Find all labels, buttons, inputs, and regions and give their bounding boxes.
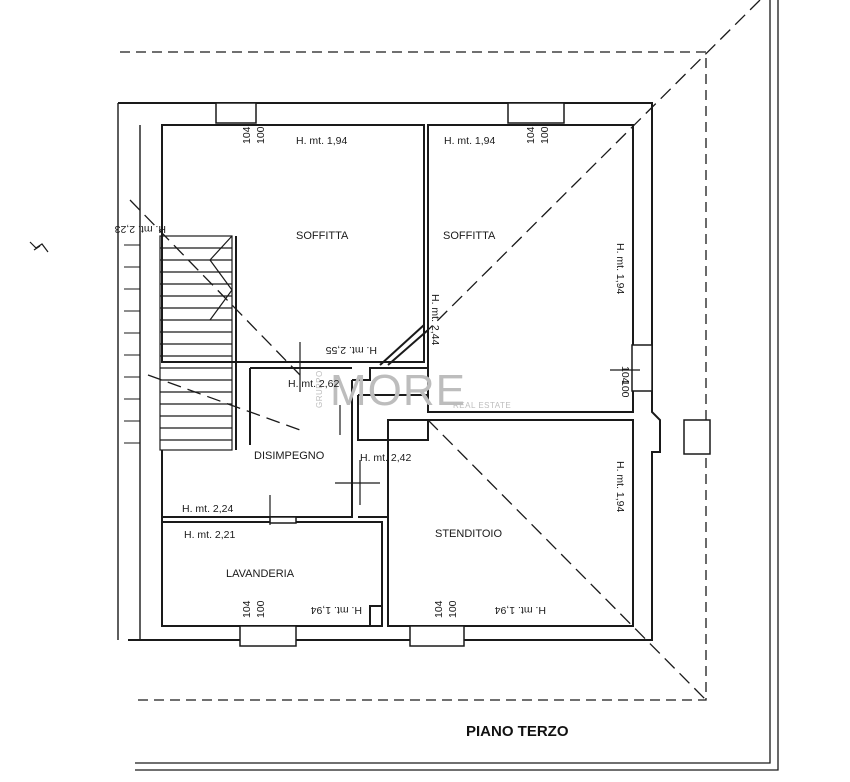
window-height-label: 100 — [255, 600, 267, 618]
exterior-stair — [124, 244, 140, 444]
windows — [215, 102, 711, 647]
room-stenditoio: STENDITOIO — [435, 528, 502, 540]
height-label: H. mt. 2,21 — [184, 529, 236, 541]
watermark-prefix: GRUPPO — [315, 370, 324, 408]
height-label: H. mt. 1,94 — [296, 135, 348, 147]
walls — [117, 102, 661, 641]
window-width-label: 104 — [433, 600, 445, 618]
window-height-label: 100 — [619, 380, 631, 398]
watermark-brand: MORE — [330, 366, 466, 415]
watermark: MORE REAL ESTATE GRUPPO — [315, 366, 511, 415]
window-width-label: 104 — [619, 366, 631, 384]
room-lavanderia: LAVANDERIA — [226, 568, 295, 580]
window-height-label: 100 — [447, 600, 459, 618]
window-width-label: 104 — [525, 126, 537, 144]
window-width-label: 104 — [241, 600, 253, 618]
window-height-label: 100 — [255, 126, 267, 144]
window-width-label: 104 — [241, 126, 253, 144]
room-soffitta-right: SOFFITTA — [443, 230, 496, 242]
room-disimpegno: DISIMPEGNO — [254, 450, 325, 462]
watermark-tagline: REAL ESTATE — [453, 401, 511, 410]
height-label: H. mt. 2,55 — [325, 344, 377, 356]
height-label: H. mt. 1,94 — [494, 604, 546, 616]
door-marks — [269, 342, 640, 525]
height-labels: H. mt. 1,94 H. mt. 1,94 H. mt. 2,23 H. m… — [114, 135, 626, 616]
window-height-label: 100 — [539, 126, 551, 144]
compass-mark — [29, 241, 49, 253]
room-soffitta-left: SOFFITTA — [296, 230, 349, 242]
height-label: H. mt. 1,94 — [444, 135, 496, 147]
height-label: H. mt. 2,62 — [288, 378, 340, 390]
height-label: H. mt. 2,42 — [360, 452, 412, 464]
height-label: H. mt. 1,94 — [310, 604, 362, 616]
floor-title: PIANO TERZO — [466, 723, 569, 740]
height-label: H. mt. 1,94 — [614, 461, 626, 513]
height-label: H. mt. 2,23 — [114, 223, 166, 235]
height-label: H. mt. 2,44 — [429, 294, 441, 346]
height-label: H. mt. 2,24 — [182, 503, 234, 515]
height-label: H. mt. 1,94 — [614, 243, 626, 295]
window-labels: 104 100 104 100 104 100 104 100 104 100 — [241, 126, 631, 618]
staircase — [159, 235, 233, 451]
room-labels: SOFFITTA SOFFITTA DISIMPEGNO LAVANDERIA … — [226, 230, 502, 580]
sheet-border — [135, 0, 779, 771]
roof-outline — [120, 51, 707, 701]
roof-ridges — [129, 0, 761, 701]
